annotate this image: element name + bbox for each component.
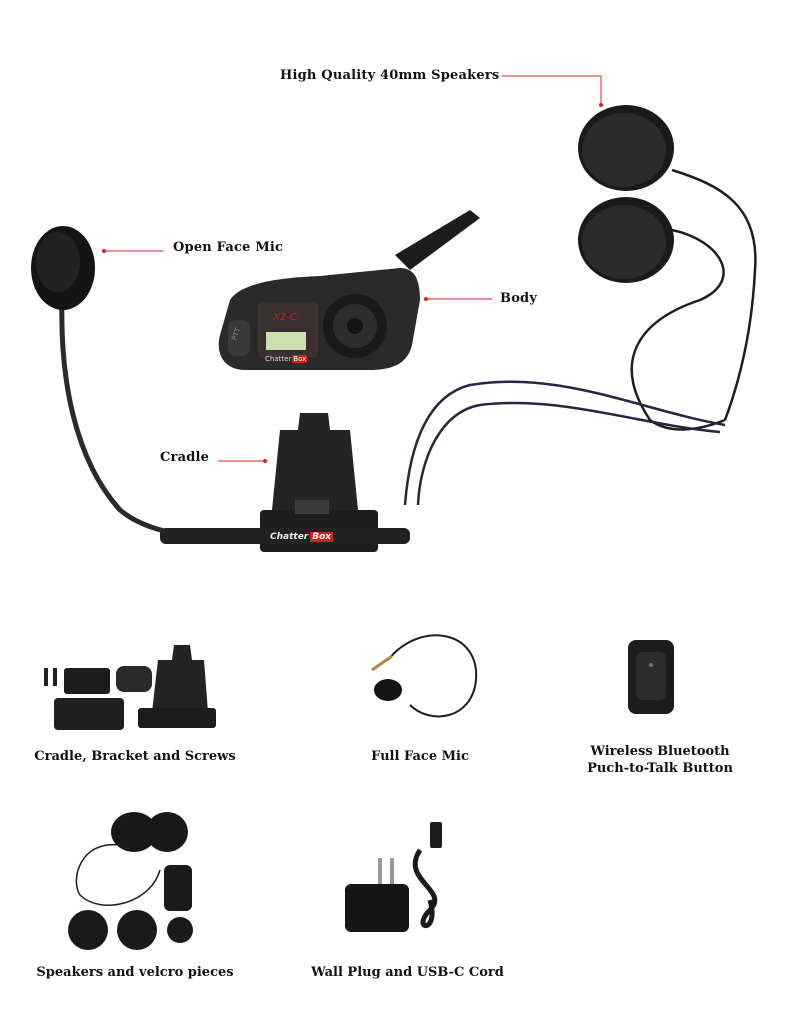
callout-mic: Open Face Mic (173, 240, 284, 255)
caption-ptt-line1: Wireless Bluetooth (590, 744, 730, 759)
caption-speakers-velcro: Speakers and velcro pieces (36, 965, 234, 980)
callout-body: Body (500, 291, 538, 306)
caption-wall-plug: Wall Plug and USB-C Cord (311, 965, 504, 980)
callout-dots (102, 103, 603, 463)
speaker-cables (630, 168, 757, 431)
caption-cradle-bracket: Cradle, Bracket and Screws (34, 749, 236, 764)
body-logo-badge: Box (292, 355, 308, 363)
accessory-speakers-velcro-image (68, 812, 193, 950)
accessory-ptt-button-image (628, 640, 674, 714)
cradle-logo-badge: Box (310, 532, 334, 542)
speaker-bottom (578, 197, 674, 283)
caption-ptt-line2: Puch-to-Talk Button (587, 761, 733, 776)
body-unit (218, 210, 480, 370)
accessory-wall-plug-image (345, 822, 442, 932)
body-model-text: X2-C (273, 312, 297, 323)
callout-cradle: Cradle (160, 450, 210, 465)
speaker-top (578, 105, 674, 191)
body-logo-text: Chatter (265, 355, 292, 363)
accessory-cradle-bracket-image (44, 645, 216, 730)
main-cable (403, 380, 726, 506)
caption-ptt-button: Wireless Bluetooth Puch-to-Talk Button (560, 743, 760, 777)
open-face-mic (31, 226, 271, 543)
callout-speakers: High Quality 40mm Speakers (280, 68, 500, 83)
cradle (160, 413, 410, 552)
caption-full-face-mic: Full Face Mic (371, 749, 469, 764)
cradle-logo-text: Chatter (270, 532, 309, 542)
callout-lines (104, 75, 602, 462)
accessory-full-face-mic-image (371, 634, 478, 718)
